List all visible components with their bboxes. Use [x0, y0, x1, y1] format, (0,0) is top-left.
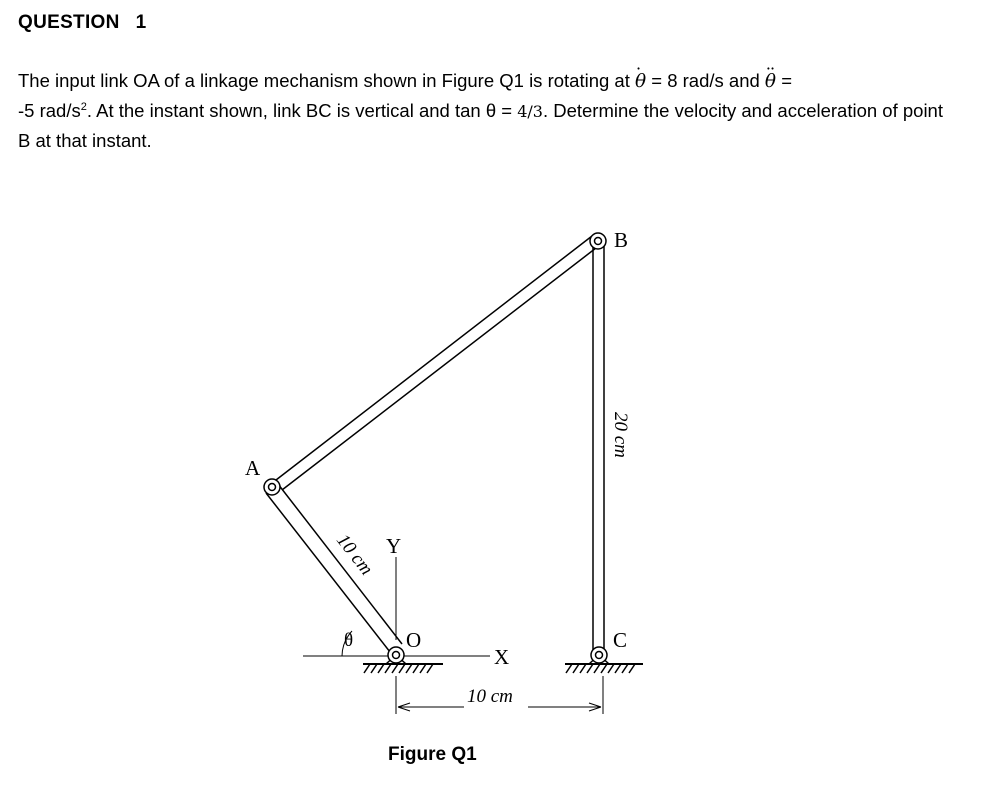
label-b: B	[614, 228, 628, 252]
theta-ddot-symbol: ··θ	[764, 59, 777, 92]
label-c: C	[613, 628, 627, 652]
theta-arc	[341, 630, 353, 657]
dimension-oc	[395, 676, 604, 714]
dimension-label-oc: 10 cm	[467, 686, 513, 707]
pin-joint-o	[387, 646, 405, 664]
link-oa	[265, 483, 403, 653]
problem-exponent: 2	[80, 100, 87, 113]
question-heading: QUESTION 1	[18, 12, 147, 34]
problem-text-6: . Determine the velocity and acceleratio…	[18, 100, 943, 151]
label-a: A	[245, 456, 261, 480]
label-o: O	[406, 628, 421, 652]
label-theta: θ	[344, 630, 353, 651]
link-ab	[275, 235, 597, 491]
label-x: X	[494, 645, 509, 669]
problem-text-1: The input link OA of a linkage mechanism…	[18, 70, 630, 91]
dimension-label-bc: 20 cm	[610, 412, 631, 458]
problem-text-2: = 8 rad/s and	[651, 70, 760, 91]
figure-caption: Figure Q1	[388, 744, 477, 765]
pin-joint-b	[589, 232, 607, 250]
dimension-label-oa: 10 cm	[332, 530, 377, 579]
pin-joint-a	[263, 478, 281, 496]
link-bc	[592, 244, 605, 652]
question-number: 1	[135, 12, 147, 33]
problem-text-5: . At the instant shown, link BC is verti…	[86, 100, 513, 121]
problem-text-4: -5 rad/s	[18, 100, 81, 121]
question-word: QUESTION	[18, 12, 120, 33]
theta-dot-letter: θ	[634, 71, 647, 92]
theta-dot-symbol: ·θ	[634, 59, 647, 92]
problem-statement: The input link OA of a linkage mechanism…	[18, 59, 953, 155]
pin-joint-c	[590, 646, 608, 664]
label-y: Y	[386, 534, 401, 558]
tan-value: 4/3	[517, 102, 543, 121]
theta-ddot-letter: θ	[764, 71, 777, 92]
problem-text-3: =	[781, 70, 793, 91]
